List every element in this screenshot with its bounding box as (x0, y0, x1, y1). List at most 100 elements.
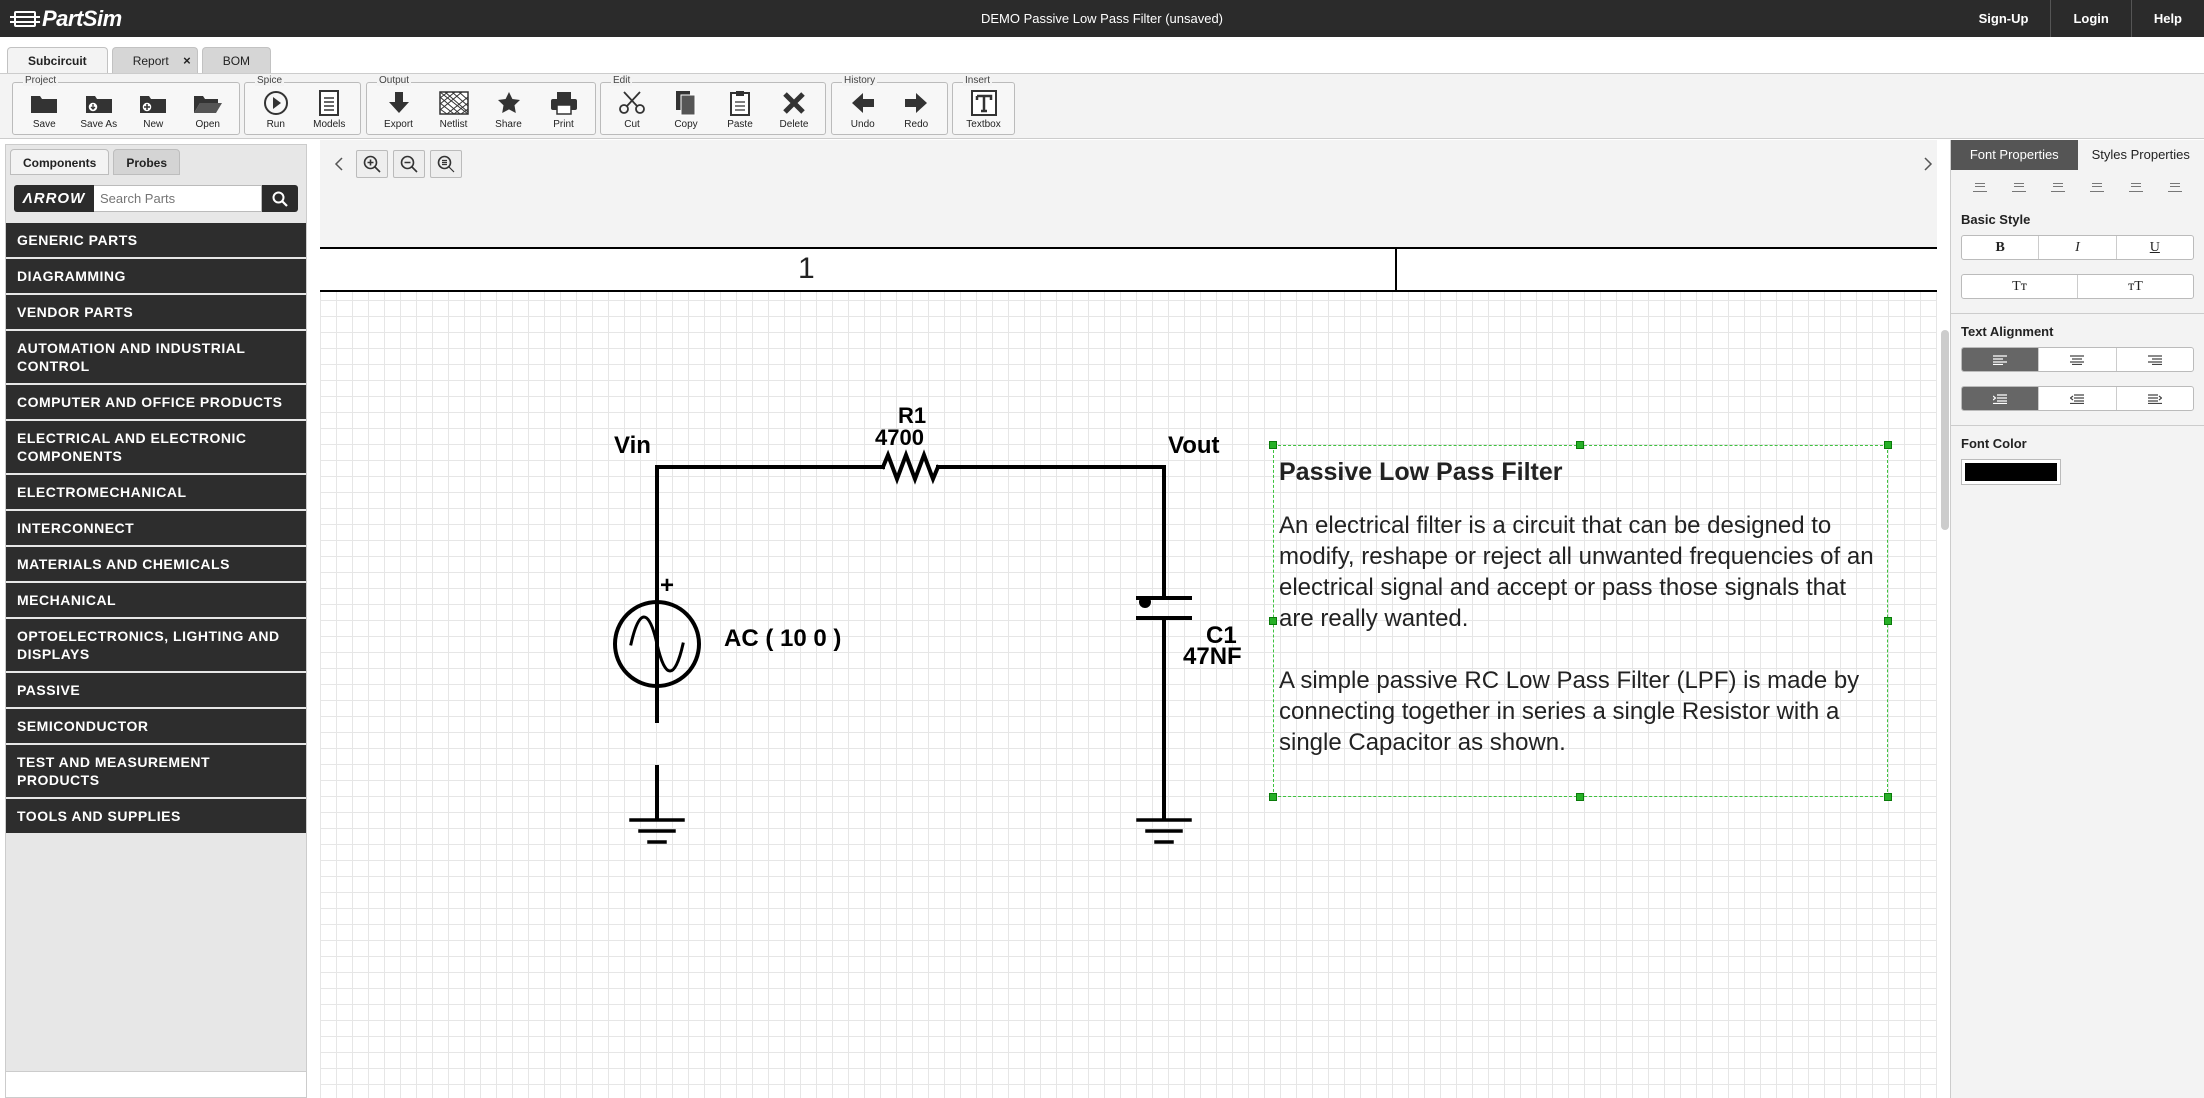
category-item[interactable]: MATERIALS AND CHEMICALS (6, 547, 306, 583)
export-button[interactable]: Export (371, 83, 426, 134)
undo-button[interactable]: Undo (836, 83, 890, 134)
resize-handle[interactable] (1576, 793, 1584, 801)
align-middle-icon[interactable] (2012, 180, 2027, 192)
paste-button[interactable]: Paste (713, 83, 767, 134)
category-item[interactable]: SEMICONDUCTOR (6, 709, 306, 745)
save-button[interactable]: Save (17, 83, 72, 134)
bold-button[interactable]: B (1962, 236, 2040, 259)
open-button[interactable]: Open (181, 83, 236, 134)
search-parts-input[interactable] (94, 185, 262, 212)
models-button[interactable]: Models (303, 83, 357, 134)
underline-button[interactable]: U (2149, 239, 2160, 255)
search-button[interactable] (262, 185, 298, 212)
category-item[interactable]: ELECTROMECHANICAL (6, 475, 306, 511)
align-right-icon[interactable] (2167, 180, 2182, 192)
zoom-in-button[interactable] (356, 150, 388, 178)
small-caps-button[interactable]: Tт (1962, 275, 2078, 298)
save-as-button[interactable]: Save As (72, 83, 127, 134)
indent-decrease-button[interactable] (2039, 387, 2117, 410)
align-left-button[interactable] (1962, 348, 2040, 371)
resistor-name[interactable]: R1 (898, 403, 927, 428)
parts-search: ΛRROW (14, 185, 298, 212)
tab-probes[interactable]: Probes (113, 149, 181, 175)
category-item[interactable]: INTERCONNECT (6, 511, 306, 547)
resize-handle[interactable] (1269, 441, 1277, 449)
zoom-out-button[interactable] (393, 150, 425, 178)
category-item[interactable]: DIAGRAMMING (6, 259, 306, 295)
close-icon[interactable]: × (183, 53, 191, 68)
resize-handle[interactable] (1269, 617, 1277, 625)
tab-bom[interactable]: BOM (201, 47, 272, 74)
collapse-right-button[interactable] (1918, 150, 1937, 178)
cut-button[interactable]: Cut (605, 83, 659, 134)
category-item[interactable]: ELECTRICAL AND ELECTRONIC COMPONENTS (6, 421, 306, 475)
align-right-button[interactable] (2117, 348, 2193, 371)
align-top-icon[interactable] (1973, 180, 1988, 192)
help-link[interactable]: Help (2130, 0, 2204, 37)
parts-panel-tabs: Components Probes (10, 149, 181, 175)
annotation-textbox[interactable]: Passive Low Pass Filter An electrical fi… (1273, 445, 1888, 797)
tab-font-properties[interactable]: Font Properties (1951, 140, 2078, 170)
resize-handle[interactable] (1576, 441, 1584, 449)
align-bottom-icon[interactable] (2051, 180, 2066, 192)
category-item[interactable]: TOOLS AND SUPPLIES (6, 799, 306, 835)
category-item[interactable]: GENERIC PARTS (6, 223, 306, 259)
resize-handle[interactable] (1884, 793, 1892, 801)
copy-button[interactable]: Copy (659, 83, 713, 134)
canvas-scrollbar[interactable] (1941, 330, 1949, 530)
parts-panel: Components Probes ΛRROW GENERIC PARTSDIA… (5, 144, 307, 1098)
indent-increase-button[interactable] (2117, 387, 2193, 410)
category-item[interactable]: TEST AND MEASUREMENT PRODUCTS (6, 745, 306, 799)
category-item[interactable]: COMPUTER AND OFFICE PRODUCTS (6, 385, 306, 421)
resize-handle[interactable] (1269, 793, 1277, 801)
vin-label[interactable]: Vin (614, 432, 651, 459)
font-color-picker[interactable] (1961, 459, 2061, 485)
align-center-icon[interactable] (2128, 180, 2143, 192)
resistor-r1[interactable] (880, 449, 941, 485)
resize-handle[interactable] (1884, 617, 1892, 625)
font-color-title: Font Color (1961, 436, 2027, 451)
new-button[interactable]: New (126, 83, 181, 134)
indent-first-button[interactable] (1962, 387, 2040, 410)
wire-top-right[interactable] (936, 465, 1166, 600)
ground-left[interactable] (629, 818, 685, 844)
tab-subcircuit[interactable]: Subcircuit (7, 47, 108, 74)
partsim-logo[interactable]: PartSim (10, 6, 122, 32)
group-label: Insert (963, 75, 993, 86)
textbox-paragraph: A simple passive RC Low Pass Filter (LPF… (1279, 667, 1860, 756)
print-button[interactable]: Print (536, 83, 591, 134)
redo-button[interactable]: Redo (890, 83, 944, 134)
schematic-canvas[interactable]: 1 Vin Vout R1 4700 + AC ( 10 0 ) C1 47NF… (320, 140, 1937, 1098)
category-item[interactable]: AUTOMATION AND INDUSTRIAL CONTROL (6, 331, 306, 385)
run-button[interactable]: Run (249, 83, 303, 134)
source-label[interactable]: AC ( 10 0 ) (724, 625, 842, 652)
collapse-left-button[interactable] (328, 150, 350, 178)
signup-link[interactable]: Sign-Up (1978, 11, 2029, 26)
delete-button[interactable]: Delete (767, 83, 821, 134)
ac-source[interactable] (613, 600, 701, 688)
category-item[interactable]: OPTOELECTRONICS, LIGHTING AND DISPLAYS (6, 619, 306, 673)
tab-components[interactable]: Components (10, 149, 110, 175)
resistor-value[interactable]: 4700 (875, 425, 924, 450)
align-center-button[interactable] (2039, 348, 2117, 371)
category-item[interactable]: PASSIVE (6, 673, 306, 709)
login-link[interactable]: Login (2050, 0, 2130, 37)
resize-handle[interactable] (1884, 441, 1892, 449)
textbox-heading: Passive Low Pass Filter (1279, 458, 1563, 486)
align-left-icon[interactable] (2089, 180, 2104, 192)
capacitor-name[interactable]: C1 (1206, 622, 1237, 649)
category-item[interactable]: MECHANICAL (6, 583, 306, 619)
capacitor-value[interactable]: 47NF (1183, 643, 1242, 670)
all-caps-button[interactable]: тT (2128, 278, 2143, 294)
ground-right[interactable] (1136, 818, 1192, 844)
textbox-button[interactable]: Textbox (957, 83, 1010, 134)
tab-report[interactable]: Report× (111, 47, 198, 74)
wire-top-left[interactable] (655, 465, 885, 723)
vout-label[interactable]: Vout (1168, 432, 1220, 459)
share-button[interactable]: Share (481, 83, 536, 134)
netlist-button[interactable]: Netlist (426, 83, 481, 134)
tab-styles-properties[interactable]: Styles Properties (2091, 147, 2190, 162)
category-item[interactable]: VENDOR PARTS (6, 295, 306, 331)
italic-button[interactable]: I (2039, 236, 2117, 259)
zoom-fit-button[interactable] (430, 150, 462, 178)
